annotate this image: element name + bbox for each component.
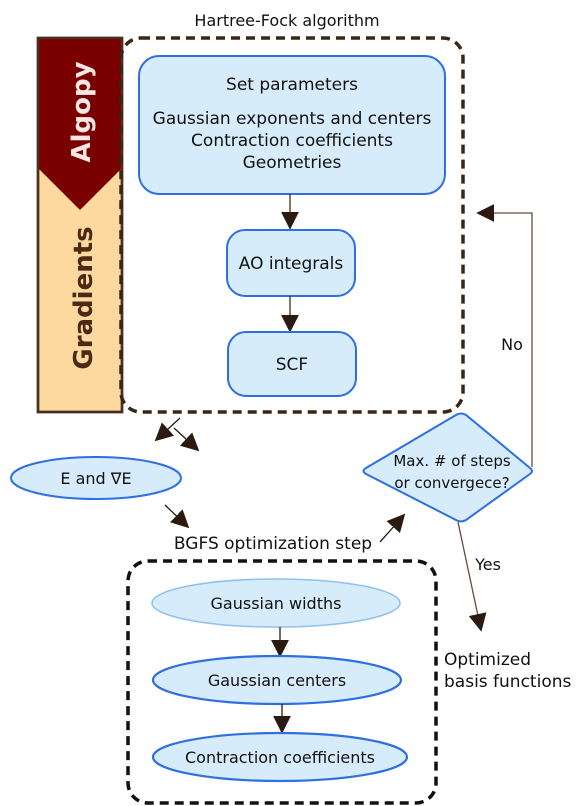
arrow-hf-to-energy-2 bbox=[173, 427, 200, 452]
no-label: No bbox=[501, 335, 523, 354]
yes-label: Yes bbox=[474, 555, 501, 574]
gaussian-centers-label: Gaussian centers bbox=[208, 671, 346, 690]
gaussian-centers-node[interactable] bbox=[151, 654, 403, 706]
output-line-1: Optimized bbox=[444, 650, 531, 670]
hartree-fock-container bbox=[119, 36, 465, 414]
ao-integrals-box[interactable] bbox=[226, 229, 356, 297]
gaussian-widths-label: Gaussian widths bbox=[211, 594, 342, 613]
algopy-label: Algopy bbox=[67, 61, 97, 162]
decision-line-2: or convergece? bbox=[394, 474, 509, 492]
arrow-yes-to-output bbox=[457, 521, 487, 632]
output-line-2: basis functions bbox=[444, 672, 571, 692]
arrow-energy-to-bgfs bbox=[164, 504, 190, 529]
algopy-arrow-shape bbox=[38, 38, 122, 210]
set-parameters-box[interactable] bbox=[138, 55, 446, 195]
decision-line-1: Max. # of steps bbox=[393, 452, 511, 470]
energy-gradient-label: E and ∇E bbox=[60, 469, 131, 488]
contraction-coefficients-node[interactable] bbox=[151, 731, 409, 783]
diagram-title: Hartree-Fock algorithm bbox=[194, 11, 379, 30]
scf-box[interactable] bbox=[227, 331, 357, 397]
arrow-hf-to-energy-1 bbox=[154, 417, 181, 442]
arrow-bgfs-to-decision bbox=[379, 513, 406, 543]
optimization-parameters-container bbox=[126, 559, 438, 805]
gaussian-widths-node[interactable] bbox=[151, 578, 401, 628]
scf-label: SCF bbox=[276, 355, 308, 375]
set-parameters-title: Set parameters bbox=[226, 75, 358, 95]
set-parameters-line-2: Contraction coefficients bbox=[191, 131, 393, 151]
gradients-label: Gradients bbox=[69, 226, 99, 369]
set-parameters-line-1: Gaussian exponents and centers bbox=[153, 109, 432, 129]
energy-gradient-node[interactable] bbox=[10, 456, 182, 500]
contraction-coefficients-label: Contraction coefficients bbox=[185, 748, 375, 767]
set-parameters-line-3: Geometries bbox=[243, 153, 342, 173]
bgfs-step-label: BGFS optimization step bbox=[174, 534, 372, 554]
ao-integrals-label: AO integrals bbox=[239, 254, 344, 274]
sidebar-bar: Algopy Gradients bbox=[36, 36, 124, 414]
arrow-no-loop bbox=[476, 204, 533, 467]
decision-diamond[interactable] bbox=[362, 412, 533, 523]
